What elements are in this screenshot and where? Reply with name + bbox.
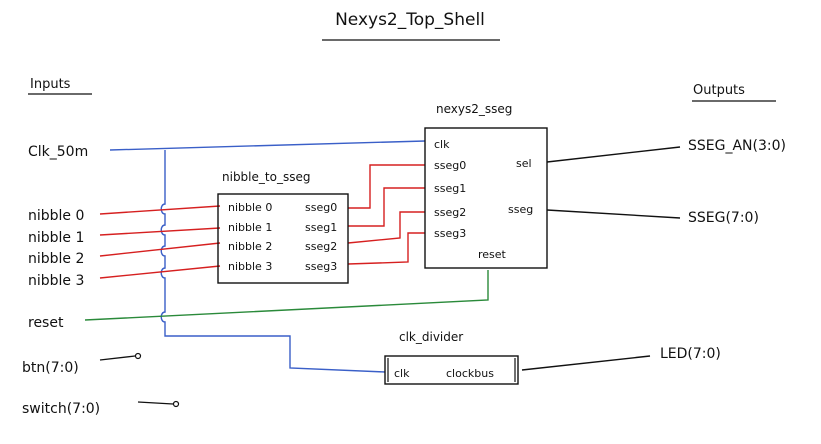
led-output-label: LED(7:0) (660, 346, 721, 362)
nss-in-sseg2: sseg2 (434, 206, 466, 219)
nibble-to-sseg-title: nibble_to_sseg (222, 170, 310, 184)
switch-input-label: switch(7:0) (22, 401, 100, 417)
inputs-header: Inputs (30, 77, 71, 92)
sseg1-wire (348, 187, 425, 227)
outputs-header: Outputs (693, 83, 745, 98)
nibble2-input-label: nibble 2 (28, 251, 84, 267)
nts-out-sseg1: sseg1 (305, 221, 337, 234)
nss-in-sseg0: sseg0 (434, 159, 466, 172)
sseg-output-label: SSEG(7:0) (688, 210, 759, 226)
nexys2-sseg-block (424, 127, 548, 269)
nibble3-wire (99, 265, 221, 279)
nibble2-wire (99, 242, 221, 257)
nts-in-nibble0: nibble 0 (228, 201, 272, 214)
sseg-an-output-label: SSEG_AN(3:0) (688, 138, 786, 154)
sseg2-wire (347, 211, 425, 244)
nibble1-wire (99, 227, 221, 236)
diagram-title: Nexys2_Top_Shell (335, 10, 485, 30)
sseg0-wire (348, 164, 425, 209)
nss-out-sseg: sseg (508, 203, 533, 216)
reset-wire (84, 270, 489, 321)
clk-divider-title: clk_divider (399, 330, 463, 344)
nts-out-sseg0: sseg0 (305, 201, 337, 214)
nibble-to-sseg-block (217, 193, 349, 284)
nexys2-sseg-title: nexys2_sseg (436, 102, 512, 116)
sseg3-wire (347, 232, 425, 265)
cd-out-clockbus: clockbus (446, 367, 494, 380)
nts-in-nibble2: nibble 2 (228, 240, 272, 253)
btn-input-label: btn(7:0) (22, 360, 79, 376)
sseg-wire (546, 209, 681, 219)
clock-wire-vertical (160, 150, 386, 373)
clk-divider-block (384, 355, 519, 385)
nibble0-wire (99, 205, 221, 215)
nts-out-sseg2: sseg2 (305, 240, 337, 253)
led-wire (521, 355, 651, 371)
btn-stub-terminal (134, 352, 142, 360)
nss-in-sseg1: sseg1 (434, 182, 466, 195)
nibble0-input-label: nibble 0 (28, 208, 84, 224)
reset-input-label: reset (28, 315, 64, 331)
nts-in-nibble1: nibble 1 (228, 221, 272, 234)
nss-reset-port: reset (478, 248, 507, 261)
nts-out-sseg3: sseg3 (305, 260, 337, 273)
nibble3-input-label: nibble 3 (28, 273, 84, 289)
sseg-an-wire (546, 146, 681, 163)
switch-stub-terminal (172, 400, 180, 408)
btn-stub-wire (99, 355, 136, 361)
nts-in-nibble3: nibble 3 (228, 260, 272, 273)
clock-wire-main (109, 140, 426, 151)
clk-input-label: Clk_50m (28, 144, 88, 160)
cd-in-clk: clk (394, 367, 410, 380)
switch-stub-wire (137, 401, 174, 405)
nss-out-sel: sel (516, 157, 532, 170)
nibble1-input-label: nibble 1 (28, 230, 84, 246)
nss-in-clk: clk (434, 138, 450, 151)
nss-in-sseg3: sseg3 (434, 227, 466, 240)
